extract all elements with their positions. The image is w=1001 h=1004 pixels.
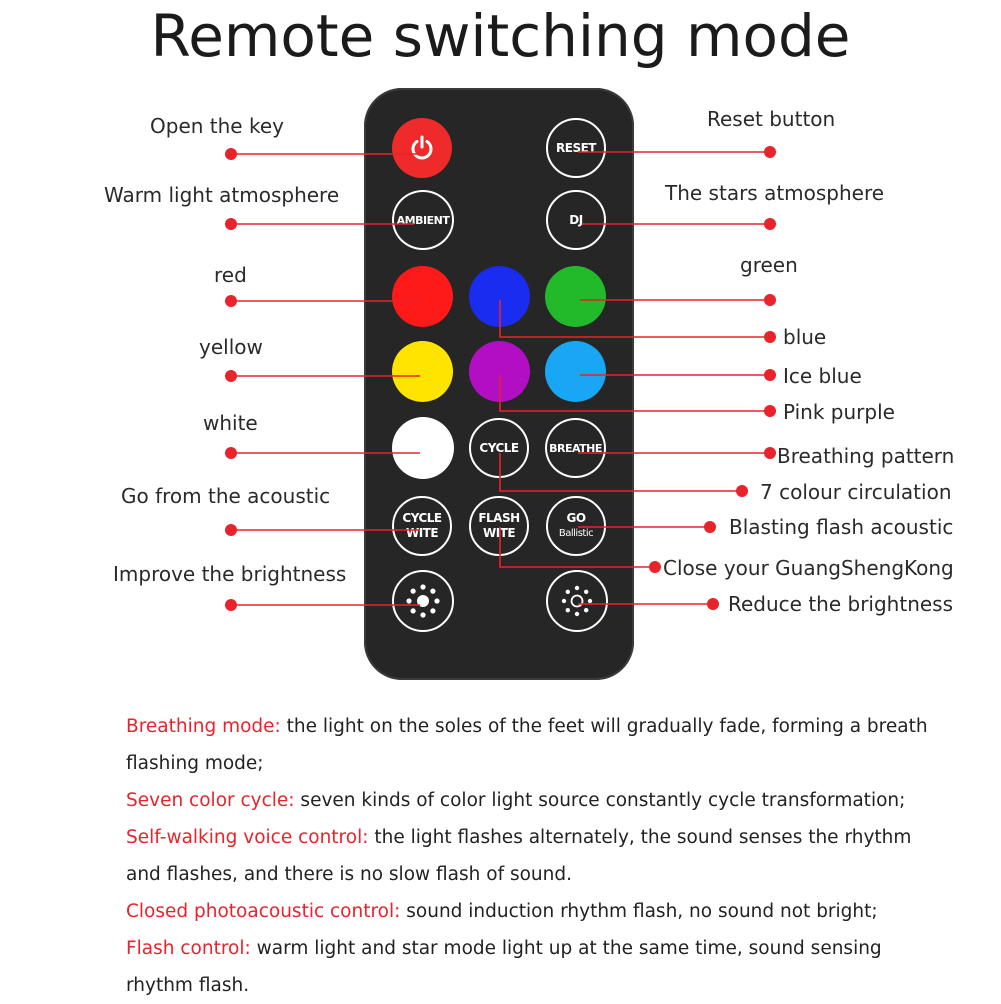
description-term: Flash control: <box>126 938 251 959</box>
ambient-button[interactable]: AMBIENT <box>392 190 454 250</box>
label-improve-brightness: Improve the brightness <box>113 562 347 586</box>
description-term: Breathing mode: <box>126 716 281 737</box>
description-text: seven kinds of color light source consta… <box>294 790 906 811</box>
breathe-button-label: BREATHE <box>549 441 602 455</box>
ice-blue-button[interactable] <box>545 341 606 402</box>
label-blasting-flash: Blasting flash acoustic <box>729 515 954 539</box>
dj-button-label: DJ <box>569 212 583 227</box>
label-ice-blue: Ice blue <box>783 364 862 388</box>
label-white: white <box>203 411 258 435</box>
brightness-up-icon <box>406 584 440 618</box>
label-open-key: Open the key <box>150 114 284 138</box>
description-item: Flash control: warm light and star mode … <box>126 930 946 1004</box>
label-pink-purple: Pink purple <box>783 400 895 424</box>
dj-button[interactable]: DJ <box>546 190 606 250</box>
description-text: the light flashes alternately, the sound… <box>126 827 912 885</box>
description-text: sound induction rhythm flash, no sound n… <box>400 901 878 922</box>
reset-button-label: RESET <box>556 140 596 155</box>
label-close: Close your GuangShengKong <box>663 556 954 580</box>
flash-wite-label-1: FLASH <box>478 511 520 525</box>
description-term: Self-walking voice control: <box>126 827 369 848</box>
label-reduce-brightness: Reduce the brightness <box>728 592 954 616</box>
description-item: Seven color cycle: seven kinds of color … <box>126 782 946 819</box>
description-list: Breathing mode: the light on the soles o… <box>126 708 946 1004</box>
label-red: red <box>214 263 247 287</box>
description-item: Self-walking voice control: the light fl… <box>126 819 946 893</box>
power-button[interactable] <box>392 118 452 178</box>
brightness-down-icon <box>561 585 593 617</box>
description-item: Breathing mode: the light on the soles o… <box>126 708 946 782</box>
description-term: Closed photoacoustic control: <box>126 901 401 922</box>
description-text: the light on the soles of the feet will … <box>126 716 928 774</box>
cycle-button-label: CYCLE <box>479 440 519 455</box>
green-button[interactable] <box>545 266 606 327</box>
red-button[interactable] <box>392 266 453 327</box>
label-stars: The stars atmosphere <box>665 181 885 205</box>
description-term: Seven color cycle: <box>126 790 295 811</box>
brightness-down-button[interactable] <box>546 570 608 632</box>
label-reset: Reset button <box>707 107 836 131</box>
page-title: Remote switching mode <box>150 2 851 70</box>
power-icon <box>411 135 433 160</box>
cycle-button[interactable]: CYCLE <box>469 418 529 478</box>
go-ballistic-label-1: GO <box>566 511 586 525</box>
cycle-wite-label-1: CYCLE <box>402 511 442 525</box>
brightness-up-button[interactable] <box>392 570 454 632</box>
description-text: warm light and star mode light up at the… <box>126 938 882 996</box>
label-blue: blue <box>783 325 827 349</box>
yellow-button[interactable] <box>392 341 453 402</box>
label-seven-colour: 7 colour circulation <box>760 480 952 504</box>
breathe-button[interactable]: BREATHE <box>545 418 606 478</box>
label-green: green <box>740 253 798 277</box>
label-warm-light: Warm light atmosphere <box>104 183 340 207</box>
description-item: Closed photoacoustic control: sound indu… <box>126 893 946 930</box>
white-button[interactable] <box>392 417 454 479</box>
go-ballistic-button[interactable]: GO Ballistic <box>546 496 606 556</box>
cycle-wite-button[interactable]: CYCLE WITE <box>392 496 452 556</box>
label-breathing: Breathing pattern <box>777 444 955 468</box>
go-ballistic-label-2: Ballistic <box>558 528 594 539</box>
label-yellow: yellow <box>199 335 263 359</box>
label-go-acoustic: Go from the acoustic <box>121 484 331 508</box>
flash-wite-button[interactable]: FLASH WITE <box>469 496 529 556</box>
reset-button[interactable]: RESET <box>546 118 606 178</box>
